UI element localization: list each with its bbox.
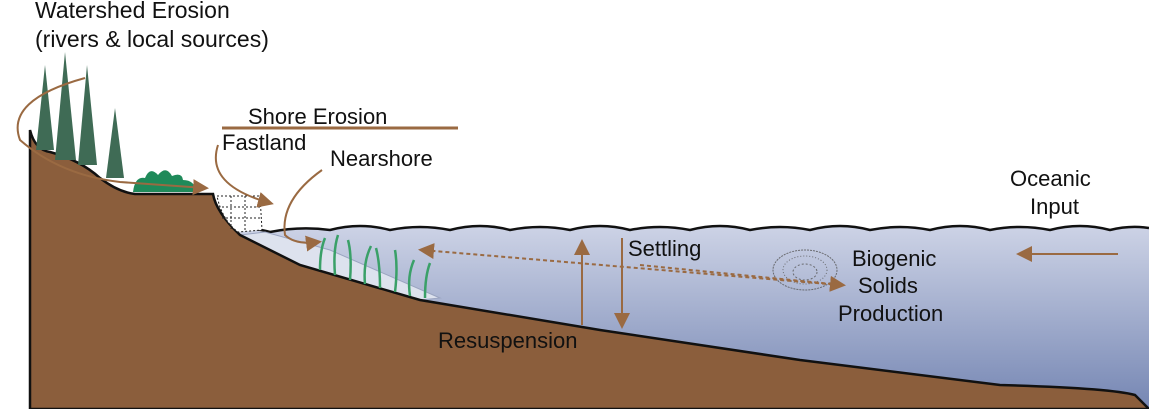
watershed-sources-label: (rivers & local sources) xyxy=(35,26,269,52)
resuspension-label: Resuspension xyxy=(438,328,578,353)
fastland-label: Fastland xyxy=(222,130,307,155)
shore-erosion-label: Shore Erosion xyxy=(248,104,388,129)
watershed-erosion-label: Watershed Erosion xyxy=(35,0,230,23)
biogenic-particles xyxy=(772,249,838,291)
process-arrows xyxy=(16,77,1118,329)
seagrass xyxy=(318,234,432,299)
water-body xyxy=(230,226,1149,409)
shrub xyxy=(133,170,196,192)
water-surface xyxy=(229,224,1149,234)
trees xyxy=(36,52,124,178)
input-label: Input xyxy=(1030,194,1079,219)
oceanic-label: Oceanic xyxy=(1010,166,1091,191)
solids-label: Solids xyxy=(858,273,918,298)
settling-label: Settling xyxy=(628,236,702,261)
biogenic-label: Biogenic xyxy=(852,246,937,271)
riprap-grid xyxy=(216,195,263,233)
production-label: Production xyxy=(838,301,944,326)
nearshore-label: Nearshore xyxy=(330,146,433,171)
land-profile xyxy=(28,129,1149,409)
